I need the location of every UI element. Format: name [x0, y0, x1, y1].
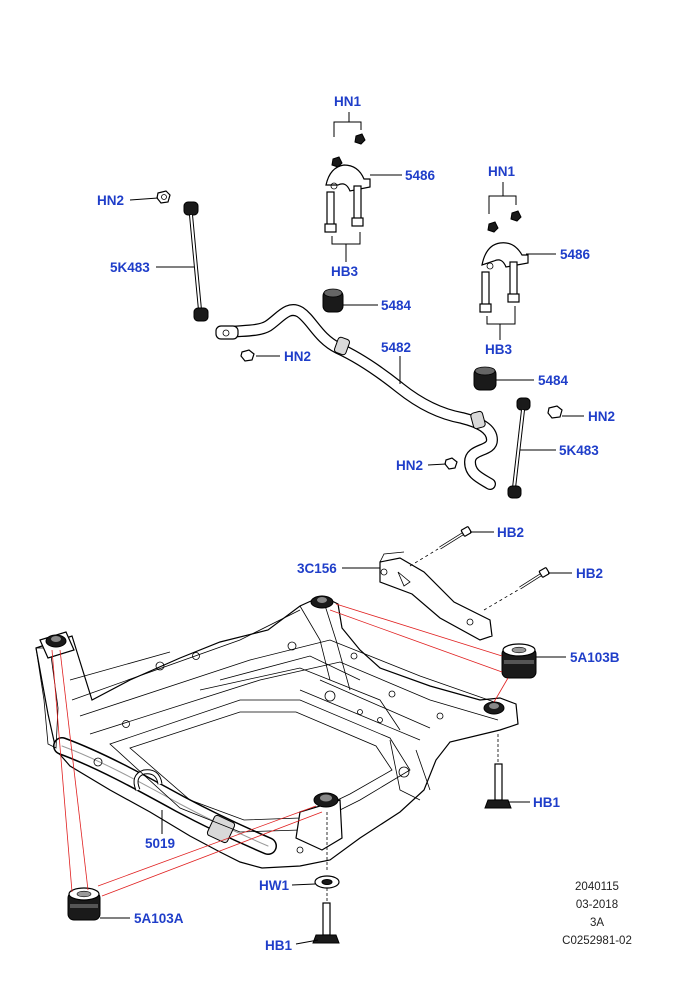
alignment-lines [51, 603, 509, 897]
illustration-reference: 2040115 03-2018 3A C0252981-02 [562, 881, 632, 947]
leader-lines [100, 112, 584, 945]
label-hn2-mid-left: HN2 [284, 349, 311, 364]
label-hb3-upper: HB3 [331, 264, 358, 279]
bushing-5484-lower [473, 366, 497, 391]
label-5a103a: 5A103A [134, 911, 184, 926]
label-5486-lower: 5486 [560, 247, 591, 262]
label-5486-upper: 5486 [405, 168, 436, 183]
label-5482: 5482 [381, 340, 411, 355]
label-hn1-lower: HN1 [488, 164, 515, 179]
drop-link-right [507, 397, 563, 499]
bolt-hb1-lower [312, 812, 340, 944]
ref-line-3: 3A [590, 917, 604, 929]
label-5484-lower: 5484 [538, 373, 569, 388]
label-5a103b: 5A103B [570, 650, 620, 665]
label-hn2-right: HN2 [588, 409, 615, 424]
bushing-5a103b [501, 643, 537, 679]
subframe-5019 [35, 595, 519, 869]
bracket-3c156 [379, 551, 493, 641]
clamp-5486-upper [324, 133, 371, 233]
label-3c156: 3C156 [297, 561, 337, 576]
bolt-hb2-upper [439, 526, 472, 550]
label-hb3-lower: HB3 [485, 342, 512, 357]
label-hb1-right: HB1 [533, 795, 560, 810]
label-5k483-right: 5K483 [559, 443, 599, 458]
bolt-hb1-right [484, 734, 512, 809]
label-5k483-left: 5K483 [110, 260, 150, 275]
ref-line-4: C0252981-02 [562, 935, 632, 947]
bushing-5a103a [67, 887, 101, 921]
stabilizer-bar [215, 304, 498, 490]
ref-line-2: 03-2018 [576, 899, 618, 911]
label-hn1-upper: HN1 [334, 94, 361, 109]
clamp-5486-lower [479, 210, 529, 313]
bolt-axis-upper [409, 548, 439, 567]
label-5019: 5019 [145, 836, 175, 851]
washer-hw1 [314, 875, 340, 889]
ref-line-1: 2040115 [575, 881, 619, 893]
label-hw1: HW1 [259, 878, 289, 893]
label-hb2-upper: HB2 [497, 525, 524, 540]
label-hn2-upper-left: HN2 [97, 193, 124, 208]
nut-hn2-lower-right [444, 457, 458, 470]
drop-link-left [156, 190, 209, 322]
label-hn2-lower: HN2 [396, 458, 423, 473]
label-5484-upper: 5484 [381, 298, 412, 313]
bushing-5484-upper [322, 288, 344, 313]
label-hb2-lower: HB2 [576, 566, 603, 581]
part-labels: HN1 5486 HB3 HN2 5K483 5484 HN2 5482 HN1… [97, 94, 620, 953]
bolt-axis-lower [483, 589, 519, 611]
nut-hn2-lower-left [240, 349, 255, 362]
label-hb1-lower: HB1 [265, 938, 292, 953]
bolt-hb2-lower [519, 567, 550, 590]
